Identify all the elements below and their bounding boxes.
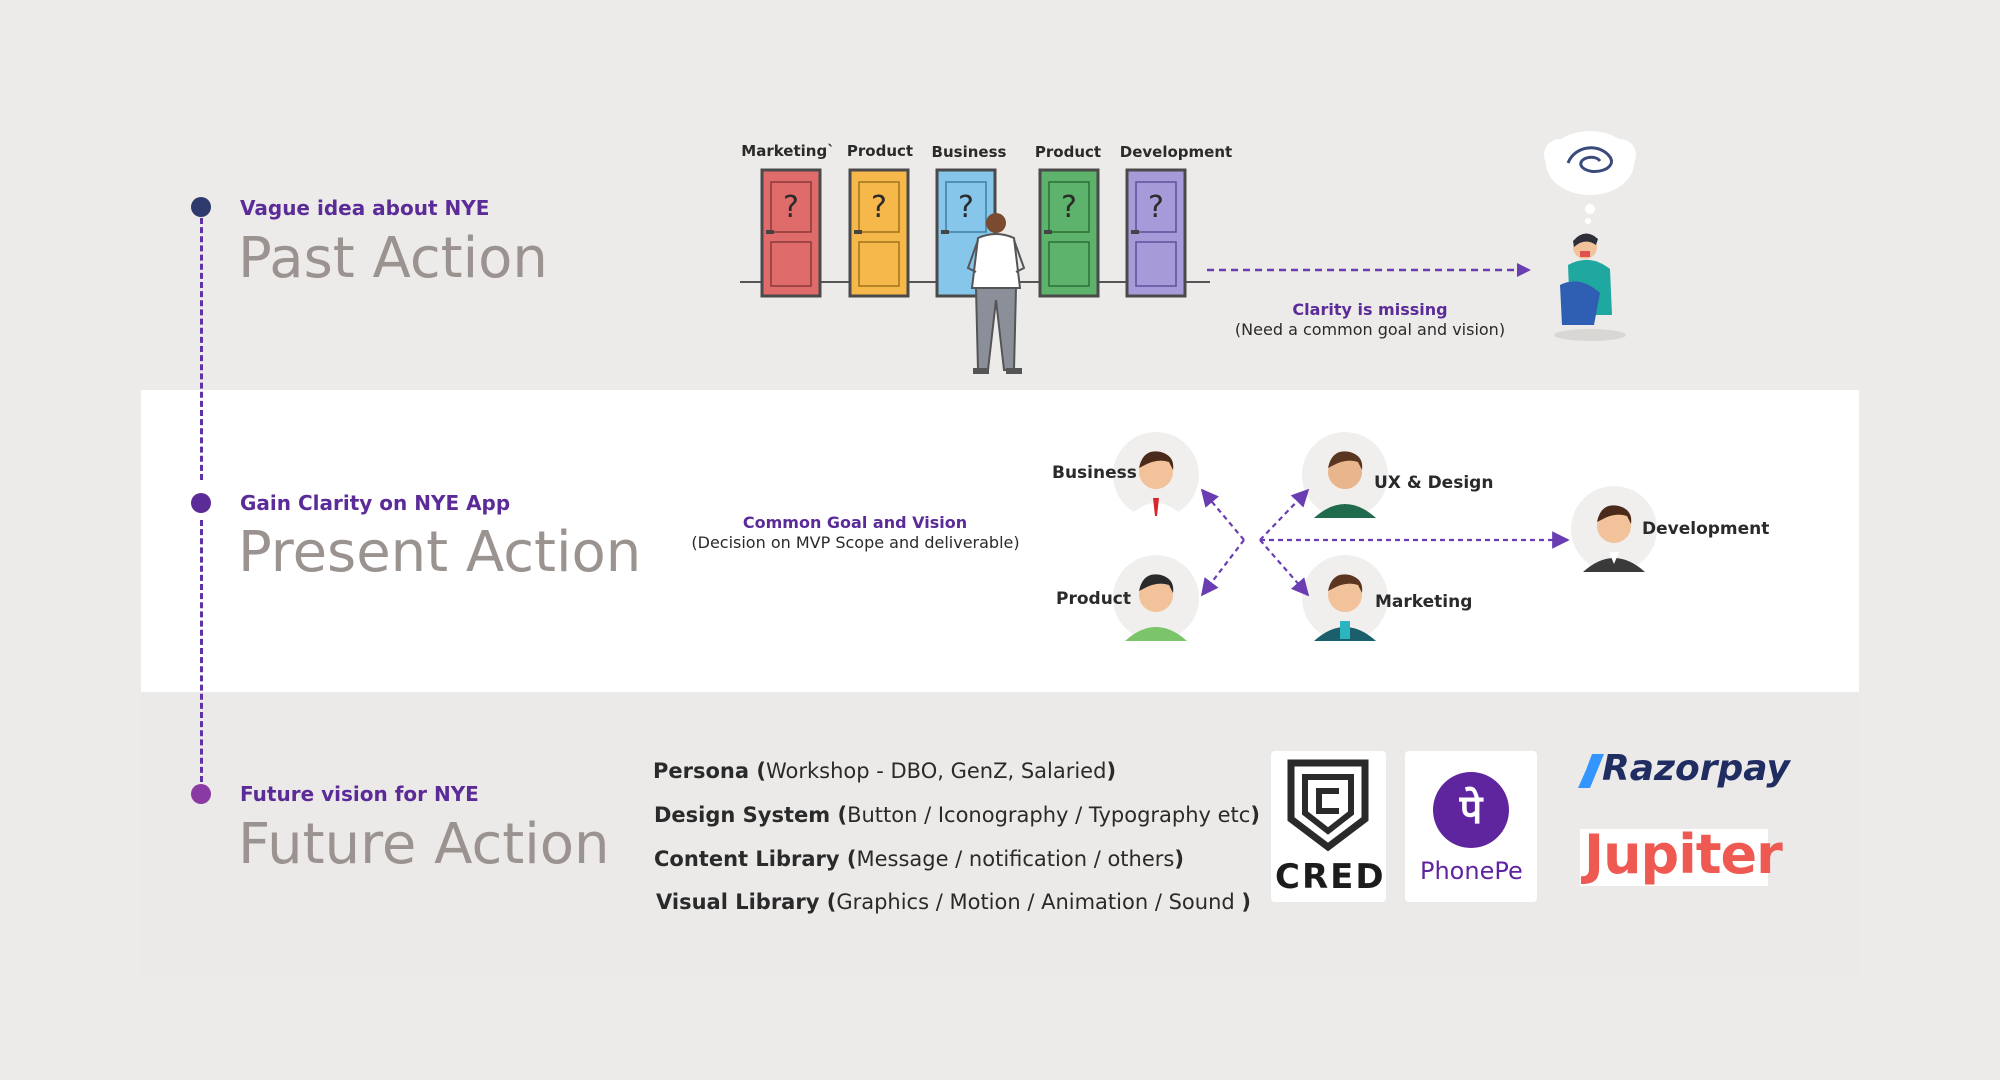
cred-wordmark: CRED <box>1275 857 1386 897</box>
phonepe-logo-card: पे PhonePe <box>1405 751 1537 902</box>
razorpay-mark-icon <box>1578 754 1604 788</box>
door-marketing-icon: ? <box>760 168 822 298</box>
razorpay-wordmark: Razorpay <box>1602 748 1790 789</box>
future-item-content-library: Content Library (Message / notification … <box>654 847 1184 871</box>
common-goal-subtitle: (Decision on MVP Scope and deliverable) <box>691 533 1020 552</box>
jupiter-wordmark: Jupiter <box>1584 823 1783 886</box>
cred-logo-card: CRED <box>1271 751 1386 902</box>
door-product-2-icon: ? <box>1038 168 1100 298</box>
confused-person-icon <box>1544 131 1636 341</box>
timeline-dot-future <box>191 784 211 804</box>
clarity-missing-title: Clarity is missing <box>1292 300 1448 319</box>
razorpay-logo: Razorpay <box>1576 748 1790 796</box>
future-section-band <box>141 692 1859 976</box>
cred-shield-icon <box>1287 759 1369 852</box>
door-development-icon: ? <box>1125 168 1187 298</box>
label-product: Product <box>1056 589 1131 609</box>
phonepe-icon: पे <box>1433 772 1509 848</box>
svg-text:?: ? <box>871 190 887 225</box>
phonepe-wordmark: PhonePe <box>1420 857 1523 885</box>
label-ux-design: UX & Design <box>1374 473 1494 493</box>
door-label-product-1: Product <box>846 142 914 160</box>
product-person-avatar-icon <box>1113 555 1199 641</box>
svg-text:?: ? <box>783 190 799 225</box>
missing-clarity-arrow <box>1207 263 1531 277</box>
future-item-design-system: Design System (Button / Iconography / Ty… <box>654 803 1260 827</box>
future-item-persona: Persona (Workshop - DBO, GenZ, Salaried) <box>653 759 1117 783</box>
door-label-marketing: Marketing` <box>741 142 835 160</box>
present-title: Present Action <box>238 520 642 585</box>
svg-text:?: ? <box>1061 190 1077 225</box>
doors-illustration: ? ? ? ? ? <box>740 168 1210 374</box>
common-goal-title: Common Goal and Vision <box>742 513 968 532</box>
timeline-dot-present <box>191 493 211 513</box>
standing-man-icon <box>966 213 1026 374</box>
timeline-connector-2 <box>200 520 203 782</box>
developer-avatar-icon <box>1571 486 1657 572</box>
timeline-dot-past <box>191 197 211 217</box>
timeline-connector-1 <box>200 218 203 480</box>
svg-text:?: ? <box>958 190 974 225</box>
future-subtitle: Future vision for NYE <box>240 782 479 806</box>
label-business: Business <box>1052 463 1137 483</box>
future-title: Future Action <box>238 812 610 877</box>
clarity-missing-subtitle: (Need a common goal and vision) <box>1234 320 1506 339</box>
label-marketing: Marketing <box>1375 592 1473 612</box>
team-connector-arrows <box>1200 488 1570 597</box>
door-label-business: Business <box>931 143 1007 161</box>
past-subtitle: Vague idea about NYE <box>240 196 490 220</box>
svg-text:?: ? <box>1148 190 1164 225</box>
future-item-visual-library: Visual Library (Graphics / Motion / Anim… <box>656 890 1251 914</box>
past-title: Past Action <box>238 226 548 291</box>
designer-avatar-icon <box>1302 432 1388 518</box>
jupiter-logo-box: Jupiter <box>1580 823 1783 886</box>
label-development: Development <box>1642 519 1770 539</box>
door-label-development: Development <box>1119 143 1233 161</box>
door-product-1-icon: ? <box>848 168 910 298</box>
door-label-product-2: Product <box>1034 143 1102 161</box>
businessman-avatar-icon <box>1113 432 1199 518</box>
present-section-band <box>141 390 1859 692</box>
marketer-avatar-icon <box>1302 555 1388 641</box>
present-subtitle: Gain Clarity on NYE App <box>240 491 511 515</box>
